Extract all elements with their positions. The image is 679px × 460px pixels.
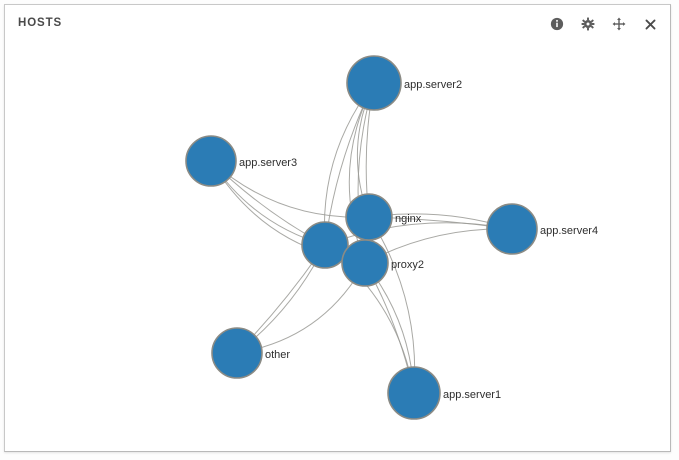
network-graph-canvas[interactable]: app.server2 app.server3 nginx proxy2 app.ser… xyxy=(5,43,670,451)
graph-node-circle[interactable] xyxy=(345,193,393,241)
graph-node-circle[interactable] xyxy=(387,366,441,420)
graph-node[interactable] xyxy=(301,221,349,269)
graph-node[interactable]: app.server3 xyxy=(185,135,297,187)
graph-node-circle[interactable] xyxy=(301,221,349,269)
move-icon[interactable] xyxy=(611,16,627,32)
graph-node-label: nginx xyxy=(395,213,422,225)
graph-node[interactable]: app.server4 xyxy=(486,203,598,255)
graph-node-circle[interactable] xyxy=(341,239,389,287)
graph-node[interactable]: proxy2 xyxy=(341,239,424,287)
close-icon[interactable] xyxy=(642,16,658,32)
graph-node-circle[interactable] xyxy=(486,203,538,255)
panel-container: HOSTS xyxy=(4,4,671,452)
graph-node-label: app.server3 xyxy=(239,157,297,169)
panel-header: HOSTS xyxy=(5,5,670,43)
node-layer[interactable]: app.server2 app.server3 nginx proxy2 app.ser… xyxy=(185,55,598,420)
graph-node-label: app.server1 xyxy=(443,389,501,401)
graph-node-circle[interactable] xyxy=(346,55,402,111)
graph-node-label: proxy2 xyxy=(391,259,424,271)
graph-node[interactable]: app.server2 xyxy=(346,55,462,111)
gear-icon[interactable] xyxy=(580,16,596,32)
info-icon[interactable] xyxy=(549,16,565,32)
graph-node-label: other xyxy=(265,349,290,361)
graph-node[interactable]: app.server1 xyxy=(387,366,501,420)
graph-node-label: app.server4 xyxy=(540,225,598,237)
page-title: HOSTS xyxy=(18,17,63,29)
graph-node-circle[interactable] xyxy=(211,327,263,379)
header-icon-group xyxy=(549,16,658,32)
graph-node-label: app.server2 xyxy=(404,79,462,91)
graph-node[interactable]: other xyxy=(211,327,290,379)
graph-node[interactable]: nginx xyxy=(345,193,422,241)
graph-node-circle[interactable] xyxy=(185,135,237,187)
network-graph-svg[interactable]: app.server2 app.server3 nginx proxy2 app.ser… xyxy=(5,43,670,451)
